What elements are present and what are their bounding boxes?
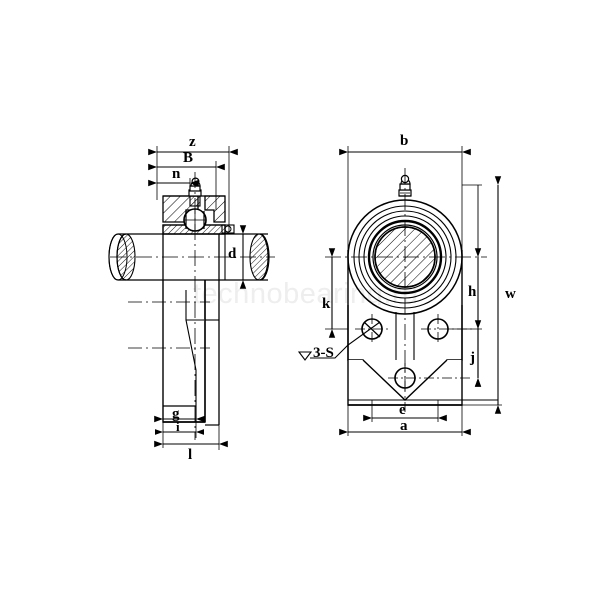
dim-label-i: i [176, 419, 180, 434]
dim-label-b: b [400, 133, 409, 149]
dim-label-n: n [172, 166, 181, 182]
dimension-z [148, 146, 238, 232]
hole-note-leader [297, 321, 381, 361]
left-side-section-view [108, 146, 275, 450]
dimension-b [339, 146, 471, 250]
dim-label-d: d [228, 246, 237, 262]
dim-label-g: g [172, 406, 180, 422]
dim-label-a: a [400, 418, 408, 434]
center-lines-left-view [110, 172, 275, 440]
dimension-w [462, 176, 502, 414]
bracket-arm [162, 234, 226, 426]
dim-label-j: j [470, 350, 475, 366]
rib-lines [395, 312, 415, 360]
dimension-a [339, 405, 471, 436]
dimension-B [148, 161, 225, 210]
right-front-view [297, 146, 502, 436]
dimension-j [448, 320, 482, 387]
dim-label-h: h [468, 284, 477, 300]
note-label-3-S: 3-S [313, 345, 334, 361]
dim-label-B: B [183, 150, 194, 166]
dimension-k [325, 248, 348, 338]
dimension-e [363, 400, 447, 422]
dim-label-l: l [188, 447, 193, 463]
dim-label-k: k [322, 296, 331, 312]
dimension-n [148, 178, 199, 190]
dim-label-w: w [505, 286, 516, 302]
dim-label-e: e [399, 402, 406, 418]
dimension-l [154, 425, 228, 450]
dim-label-z: z [189, 134, 196, 150]
